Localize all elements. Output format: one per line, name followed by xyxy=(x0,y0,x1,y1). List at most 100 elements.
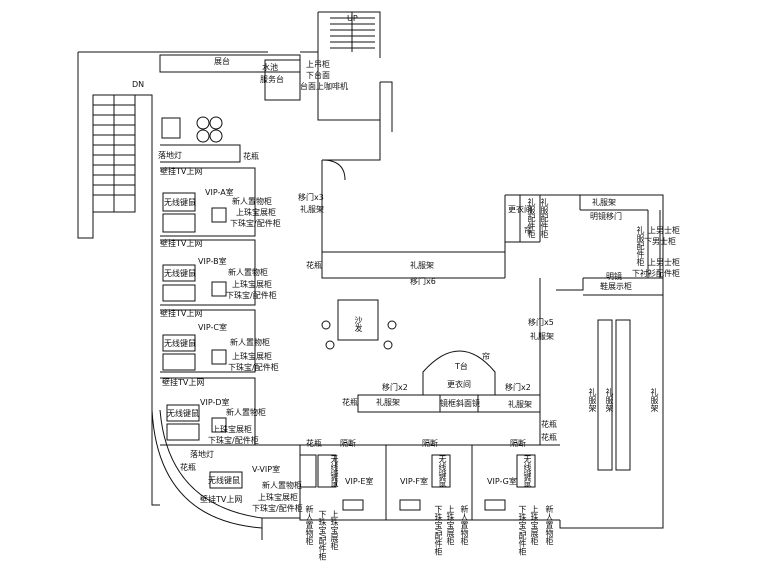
vip-c-kb-label: 无线键鼠 xyxy=(164,339,196,348)
vip-b-jewel-label: 上珠宝展柜 xyxy=(232,280,272,289)
vip-d-acc-label: 下珠宝/配件柜 xyxy=(208,436,259,445)
vip-g-label: VIP-G室 xyxy=(487,477,517,486)
vip-c-tv-label: 壁挂TV上网 xyxy=(160,309,203,318)
right-curtain-label: 帘 xyxy=(524,226,532,235)
v-vip-label: V-VIP室 xyxy=(252,465,281,474)
vip-g-acc-label: 下珠宝/配件柜 xyxy=(518,505,527,556)
vip-e-new-label: 新人置物柜 xyxy=(305,505,314,545)
stage-gown-right-label: 礼服架 xyxy=(508,400,532,409)
men-cabinet-top-label: 上男士柜 xyxy=(648,226,680,235)
partition-3-label: 隔断 xyxy=(510,439,526,448)
tilted-mirror-label: 镜框斜面镜 xyxy=(440,399,480,408)
right-gown-rack2-label: 礼服架 xyxy=(530,332,554,341)
vip-b-new-label: 新人置物柜 xyxy=(228,268,268,277)
vip-f-new-label: 新人置物柜 xyxy=(460,505,469,545)
vip-a-box xyxy=(160,167,256,237)
right-inner xyxy=(504,195,663,279)
cabinet-top-label: 上吊柜 xyxy=(306,60,330,69)
v-vip-lamp-label: 落地灯 xyxy=(190,450,214,459)
right-cab xyxy=(580,209,661,278)
center-vase-label: 花瓶 xyxy=(306,261,322,270)
tall-rack-3-label: 礼服架 xyxy=(650,388,659,412)
t-stage-label: T台 xyxy=(455,362,468,371)
service-desk-label: 服务台 xyxy=(260,75,284,84)
vip-b-kb-label: 无线键鼠 xyxy=(164,269,196,278)
vip-e-acc-label: 下珠宝/配件柜 xyxy=(318,510,327,561)
center-door xyxy=(321,159,346,181)
bottom-rooms xyxy=(300,444,560,520)
center-lounge xyxy=(321,299,397,350)
partition-1-label: 隔断 xyxy=(340,439,356,448)
vip-g-jewel-label: 上珠宝展柜 xyxy=(530,505,539,545)
coffee-machine-label: 台面上咖啡机 xyxy=(300,82,348,91)
vip-d-new-label: 新人置物柜 xyxy=(226,408,266,417)
vip-b-label: VIP-B室 xyxy=(198,257,227,266)
vip-c-box xyxy=(160,309,256,373)
vip-c-new-label: 新人置物柜 xyxy=(230,338,270,347)
desks xyxy=(211,207,506,511)
vip-c-label: VIP-C室 xyxy=(198,323,227,332)
curve-wall xyxy=(151,409,263,540)
vip-f-acc-label: 下珠宝/配件柜 xyxy=(434,505,443,556)
vip-b-tv-label: 壁挂TV上网 xyxy=(160,239,203,248)
center-room xyxy=(321,160,505,279)
stair-down-label: DN xyxy=(132,80,145,89)
v-vip-new-label: 新人置物柜 xyxy=(262,481,302,490)
vip-c-acc-label: 下珠宝/配件柜 xyxy=(228,363,279,372)
right-closet xyxy=(505,194,663,243)
stair-well xyxy=(317,11,381,58)
sliding-x5-label: 移门x5 xyxy=(528,318,554,327)
t-stage xyxy=(422,350,496,395)
vip-a-label: VIP-A室 xyxy=(205,188,234,197)
cabinet-strip xyxy=(160,144,241,163)
center-curtain-label: 帘 xyxy=(482,352,490,361)
floor-lamp-label: 落地灯 xyxy=(158,151,182,160)
sofa-label: 沙发 xyxy=(354,316,363,332)
stage-vase-label: 花瓶 xyxy=(342,398,358,407)
vip-d-kb-label: 无线键鼠 xyxy=(167,409,199,418)
men-cabinet-bottom-label: 下男士柜 xyxy=(644,237,676,246)
right-sub xyxy=(539,278,584,445)
v-vip-acc-label: 下珠宝/配件柜 xyxy=(252,504,303,513)
left-wall xyxy=(151,152,160,506)
vip-f-kb-label: 无线键鼠 xyxy=(438,455,447,487)
vip-sofas xyxy=(162,192,536,489)
vip-c-jewel-label: 上珠宝展柜 xyxy=(232,352,272,361)
vip-e-label: VIP-E室 xyxy=(345,477,374,486)
vip-b-box xyxy=(160,239,256,306)
vip-g-new-label: 新人置物柜 xyxy=(545,505,554,545)
stage-gown-left-label: 礼服架 xyxy=(376,398,400,407)
round-tables xyxy=(196,116,223,143)
outer-wall-left xyxy=(77,52,153,239)
sliding-x2-left-label: 移门x2 xyxy=(382,383,408,392)
partition-2-label: 隔断 xyxy=(422,439,438,448)
stair-lower xyxy=(317,52,380,121)
v-vip-jewel-label: 上珠宝展柜 xyxy=(258,493,298,502)
cabinet-mid-label: 下台面 xyxy=(306,71,330,80)
center-gown-rack2-label: 礼服架 xyxy=(410,261,434,270)
tall-rack-2 xyxy=(615,319,631,471)
top-corridor xyxy=(159,54,301,73)
v-vip-tv-label: 壁挂TV上网 xyxy=(200,495,243,504)
stair-up-label: UP xyxy=(347,14,358,23)
right-gown-rack-label: 礼服架 xyxy=(592,198,616,207)
flower-vase-label: 花瓶 xyxy=(243,152,259,161)
vip-a-kb-label: 无线键鼠 xyxy=(164,198,196,207)
vip-d-jewel-label: 上珠宝展柜 xyxy=(212,425,252,434)
vip-d-label: VIP-D室 xyxy=(200,398,230,407)
shoe-cabinet-label: 鞋展示柜 xyxy=(600,282,632,291)
service-counter xyxy=(264,59,301,101)
corner-vase-1-label: 花瓶 xyxy=(541,420,557,429)
tall-rack-1 xyxy=(597,319,613,471)
v-vip-vase-label: 花瓶 xyxy=(180,463,196,472)
shirt-cabinet-label: 下衬衫配件柜 xyxy=(632,269,680,278)
vip-f-label: VIP-F室 xyxy=(400,477,428,486)
right-acc-vertical-label: 礼服配件柜 xyxy=(636,226,645,266)
corner-vase-2-label: 花瓶 xyxy=(541,433,557,442)
bottom-vase-label: 花瓶 xyxy=(306,439,322,448)
tall-rack-2-label: 礼服架 xyxy=(605,388,614,412)
display-counter-label: 展台 xyxy=(214,57,230,66)
vip-f-jewel-label: 上珠宝展柜 xyxy=(446,505,455,545)
sliding-x6-label: 移门x6 xyxy=(410,277,436,286)
tall-rack-1-label: 礼服架 xyxy=(588,388,597,412)
